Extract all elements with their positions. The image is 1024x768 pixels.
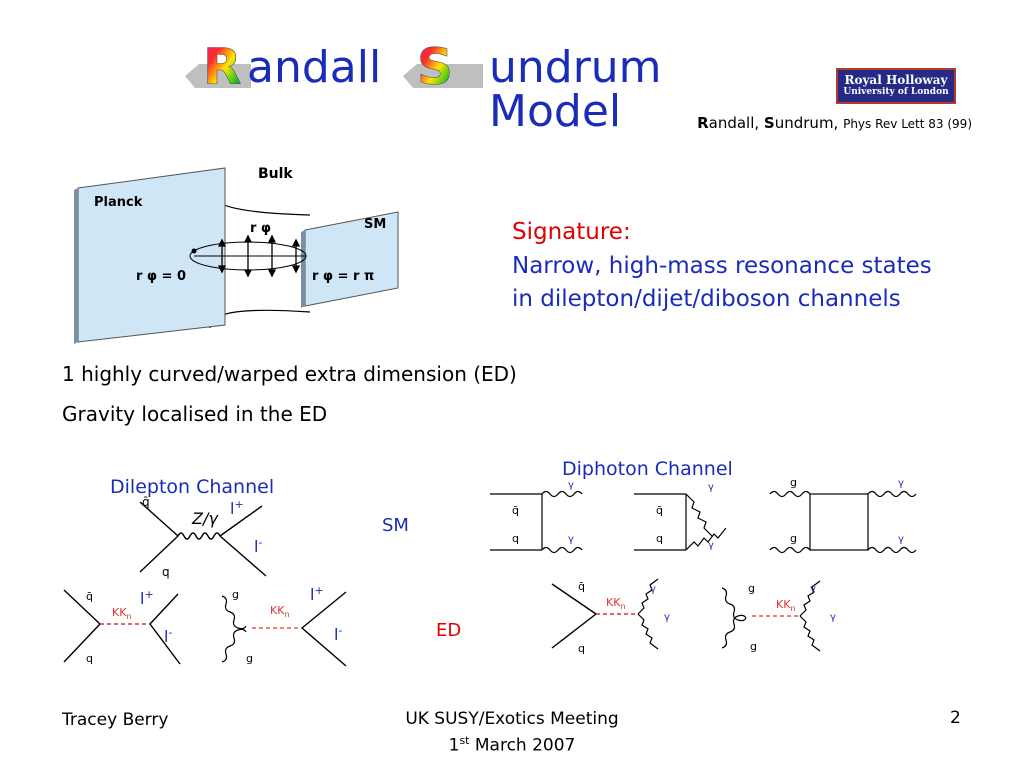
dl-ed-lplus: l+: [140, 588, 154, 608]
footer-meeting: UK SUSY/Exotics Meeting 1st March 2007: [380, 708, 644, 757]
dp-sm3-g1: g: [790, 476, 797, 489]
ref-journal: Phys Rev Lett 83 (99): [843, 117, 972, 131]
dp-ed1-qbar: q̄: [578, 580, 585, 593]
title-s-logo: S: [403, 38, 483, 94]
r-phi-label: r φ: [250, 221, 271, 236]
dp-ed1-gamma2: γ: [664, 612, 670, 623]
diphoton-channel-label: Diphoton Channel: [562, 458, 733, 480]
footer-author: Tracey Berry: [62, 710, 169, 730]
title-part1: andall: [247, 42, 382, 93]
dl-sm-q: q: [162, 565, 170, 579]
slide-title: R andall S undrum Model: [185, 36, 785, 134]
dp-sm2-gamma1: γ: [708, 482, 714, 493]
statement-warped-ed: 1 highly curved/warped extra dimension (…: [62, 362, 517, 386]
signature-label: Signature:: [512, 219, 631, 245]
signature-line2: in dilepton/dijet/diboson channels: [512, 286, 901, 312]
r-phi-zero-label: r φ = 0: [136, 269, 186, 284]
statement-gravity: Gravity localised in the ED: [62, 402, 328, 426]
logo-line1: Royal Holloway: [844, 73, 948, 87]
footer-page-number: 2: [950, 708, 961, 728]
randall-sundrum-brane-diagram: Bulk Planck SM r φ r φ = 0 r φ = r π: [74, 166, 399, 344]
dl-ed-gg-kk: KKn: [270, 604, 290, 619]
dp-sm3-gamma2: γ: [898, 534, 904, 545]
svg-text:S: S: [417, 38, 453, 94]
dp-sm1-gamma1: γ: [568, 480, 574, 491]
diphoton-sm-box: [769, 490, 917, 554]
title-part2: undrum Model: [489, 42, 662, 137]
dp-sm3-gamma1: γ: [898, 478, 904, 489]
diphoton-sm-t-channel: [490, 490, 583, 554]
dilepton-ed-gg-diagram: [221, 591, 347, 667]
dp-sm1-q: q: [512, 532, 519, 545]
bulk-label: Bulk: [258, 166, 293, 182]
ref-s: S: [763, 114, 775, 132]
dilepton-sm-diagram: [139, 501, 267, 577]
diphoton-sm-u-channel: [634, 493, 727, 551]
dp-ed2-g2: g: [750, 640, 757, 653]
dp-sm3-g2: g: [790, 532, 797, 545]
dp-ed2-g1: g: [748, 582, 755, 595]
dl-ed-lminus: l-: [164, 626, 172, 646]
dl-ed-g2: g: [246, 652, 253, 665]
sm-brane-label: SM: [364, 217, 386, 232]
z-gamma-label: Z/γ: [191, 509, 219, 528]
ref-r: R: [697, 114, 709, 132]
dl-sm-lplus: l+: [230, 498, 244, 518]
ref-andall: andall,: [708, 114, 764, 132]
dp-ed1-kk: KKn: [606, 596, 626, 611]
feynman-diagrams: q̄ q Z/γ l+ l- q̄ q KKn l+ l- g g KKn l+…: [63, 476, 917, 667]
signature-line1: Narrow, high-mass resonance states: [512, 253, 932, 279]
dl-ed-gg-lplus: l+: [310, 584, 324, 604]
dp-sm2-qbar: q̄: [656, 504, 663, 517]
dl-ed-q: q: [86, 652, 93, 665]
dp-sm1-qbar: q̄: [512, 504, 519, 517]
dp-sm2-q: q: [656, 532, 663, 545]
dl-ed-kk: KKn: [112, 606, 132, 621]
dp-sm1-gamma2: γ: [568, 534, 574, 545]
dl-ed-qbar: q̄: [86, 590, 93, 603]
ed-row-label: ED: [436, 620, 462, 641]
dp-ed2-gamma1: γ: [810, 584, 816, 595]
svg-text:R: R: [203, 38, 242, 94]
diphoton-ed-qq-diagram: [551, 578, 659, 650]
dp-ed1-gamma1: γ: [650, 584, 656, 595]
r-phi-pi-label: r φ = r π: [312, 269, 374, 284]
diphoton-ed-gg-diagram: [721, 580, 821, 652]
ref-undrum: undrum,: [774, 114, 844, 132]
paper-reference: Randall, Sundrum, Phys Rev Lett 83 (99): [697, 114, 972, 132]
dp-ed2-gamma2: γ: [830, 612, 836, 623]
dp-sm2-gamma2: γ: [708, 540, 714, 551]
dl-ed-g1: g: [232, 588, 239, 601]
royal-holloway-logo: Royal Holloway University of London: [836, 68, 956, 104]
dl-sm-qbar: q̄: [142, 495, 150, 509]
title-r-logo: R: [185, 38, 251, 94]
dl-sm-lminus: l-: [254, 536, 262, 556]
footer-meeting-name: UK SUSY/Exotics Meeting: [405, 709, 619, 729]
dilepton-ed-qq-diagram: [63, 589, 181, 665]
logo-line2: University of London: [843, 87, 949, 97]
dp-ed1-q: q: [578, 642, 585, 655]
footer-date: 1st March 2007: [448, 734, 576, 756]
sm-row-label: SM: [382, 515, 409, 536]
dl-ed-gg-lminus: l-: [334, 624, 342, 644]
planck-label: Planck: [94, 195, 143, 210]
dilepton-channel-label: Dilepton Channel: [110, 476, 275, 498]
dp-ed2-kk: KKn: [776, 598, 796, 613]
